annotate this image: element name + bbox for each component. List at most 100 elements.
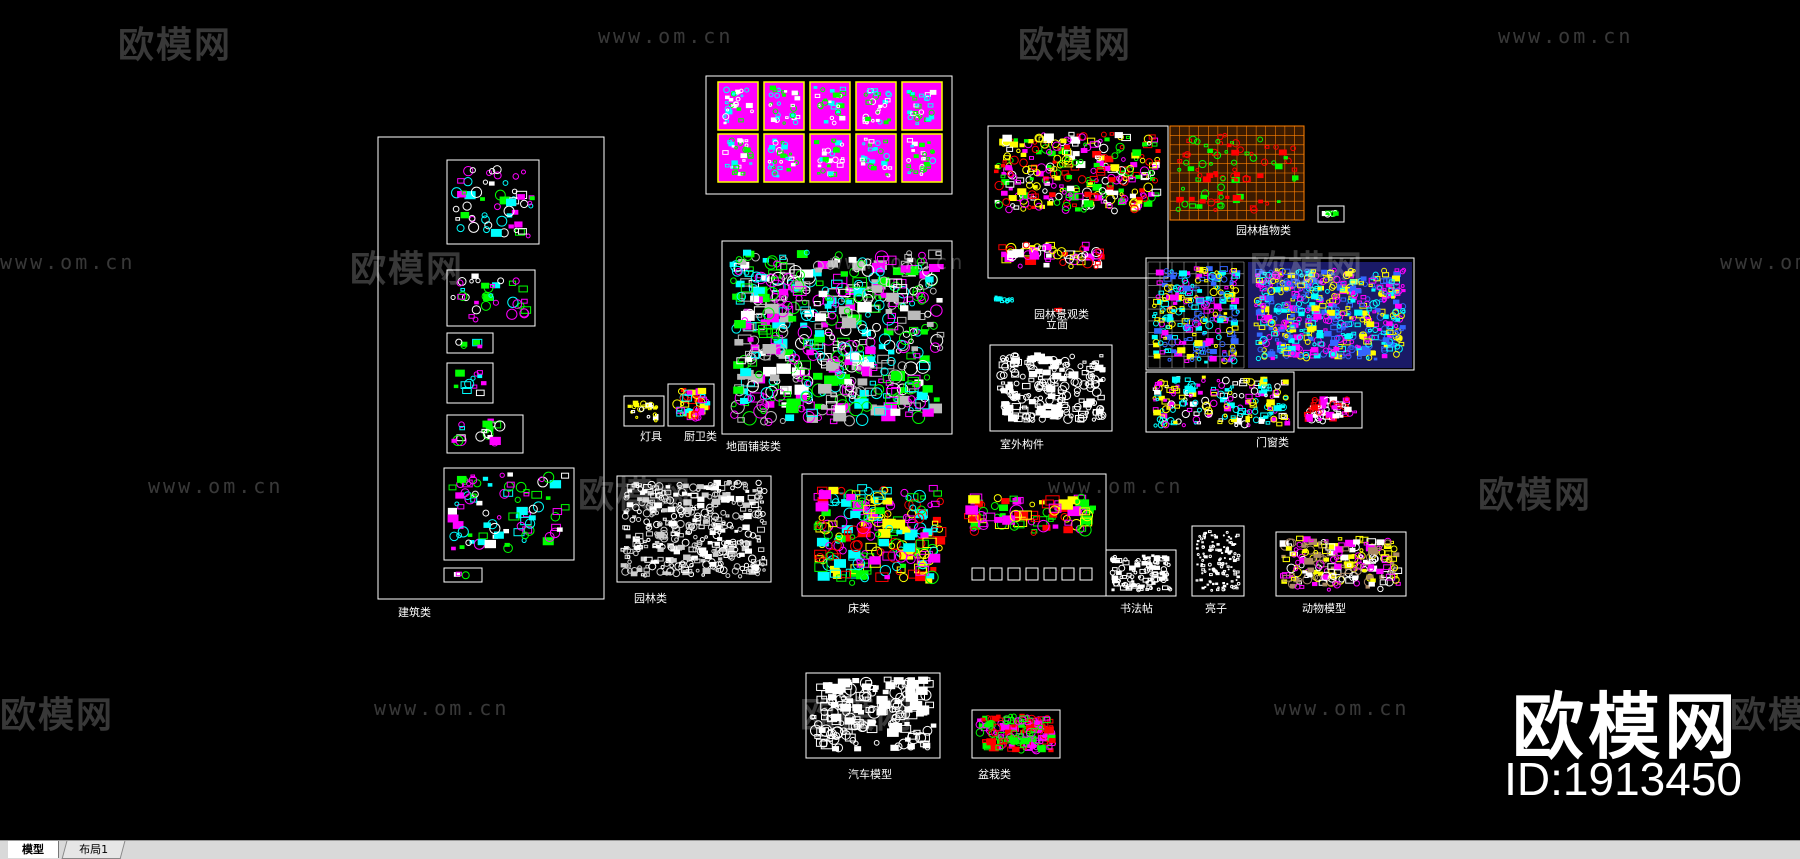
symbol-mark — [827, 260, 839, 268]
symbol-mark — [1367, 547, 1378, 555]
symbol-mark — [756, 487, 763, 492]
symbol-mark — [1189, 203, 1196, 209]
symbol-mark — [752, 489, 757, 493]
symbol-mark — [814, 93, 821, 98]
symbol-mark — [738, 515, 744, 519]
symbol-mark — [1048, 411, 1057, 418]
symbol-mark — [823, 120, 829, 124]
symbol-mark — [883, 152, 890, 160]
symbol-mark — [853, 283, 860, 290]
tab-model[interactable]: 模型 — [8, 841, 59, 858]
symbol-mark — [1125, 586, 1130, 590]
symbol-mark — [1005, 181, 1015, 188]
symbol-mark — [788, 264, 803, 279]
symbol-mark — [768, 161, 775, 168]
symbol-mark — [1072, 159, 1079, 166]
symbol-mark — [459, 426, 465, 431]
symbol-mark — [1055, 359, 1062, 364]
kitchen-frame — [667, 383, 715, 427]
symbol-mark — [1089, 141, 1099, 148]
symbol-mark — [751, 564, 760, 570]
symbol-mark — [1009, 141, 1019, 148]
symbol-mark — [1229, 550, 1233, 553]
symbol-mark — [1183, 338, 1188, 342]
symbol-mark — [710, 484, 719, 491]
symbol-mark — [915, 122, 920, 126]
symbol-mark — [1043, 403, 1052, 409]
symbol-mark — [1052, 524, 1059, 529]
symbol-mark — [1005, 298, 1011, 303]
symbol-mark — [1013, 380, 1020, 387]
symbol-mark — [771, 170, 779, 178]
symbol-mark — [1232, 569, 1236, 573]
symbol-mark — [734, 529, 739, 533]
symbol-mark — [837, 297, 846, 305]
symbol-mark — [903, 380, 918, 395]
symbol-mark — [626, 564, 631, 568]
symbol-mark — [1232, 381, 1239, 386]
symbol-mark — [731, 265, 743, 277]
tab-layout1[interactable]: 布局1 — [61, 841, 126, 859]
symbol-mark — [1231, 149, 1239, 156]
symbol-mark — [1089, 375, 1094, 380]
symbol-mark — [843, 307, 851, 315]
symbol-mark — [775, 115, 781, 121]
symbol-mark — [852, 704, 863, 712]
symbol-mark — [764, 417, 773, 427]
symbol-mark — [514, 221, 523, 228]
symbol-mark — [1354, 309, 1363, 316]
symbol-mark — [1322, 582, 1328, 587]
symbol-mark — [925, 276, 934, 283]
symbol-mark — [631, 404, 637, 410]
symbol-mark — [781, 144, 788, 150]
symbol-mark — [738, 118, 744, 123]
symbol-mark — [892, 519, 906, 529]
symbol-mark — [1235, 578, 1238, 582]
symbol-mark — [829, 115, 835, 121]
symbol-mark — [1205, 321, 1214, 330]
symbol-mark — [1134, 562, 1141, 568]
symbol-mark — [1002, 134, 1012, 142]
symbol-mark — [1019, 510, 1032, 520]
symbol-mark — [690, 410, 699, 419]
symbol-mark — [1056, 247, 1067, 257]
symbol-mark — [1318, 418, 1322, 421]
symbol-mark — [1359, 548, 1364, 553]
paving-frame — [721, 240, 953, 435]
symbol-mark — [1043, 133, 1054, 141]
symbol-mark — [915, 539, 929, 550]
symbol-mark — [1008, 389, 1014, 394]
symbol-mark — [817, 102, 824, 109]
symbol-mark — [907, 569, 921, 579]
symbol-mark — [888, 369, 903, 384]
symbol-mark — [730, 399, 745, 415]
symbol-mark — [1094, 260, 1101, 266]
symbol-mark — [635, 516, 642, 523]
symbol-mark — [1209, 545, 1213, 549]
symbol-mark — [457, 293, 466, 300]
symbol-mark — [1050, 182, 1057, 189]
symbol-mark — [1207, 530, 1212, 534]
symbol-mark — [759, 518, 765, 524]
symbol-mark — [1195, 168, 1200, 172]
cad-model-space[interactable]: 欧模网 www.om.cn 欧模网 www.om.cn www.om.cn 欧模… — [0, 0, 1800, 840]
symbol-mark — [1068, 131, 1075, 137]
symbol-mark — [1031, 164, 1038, 170]
caption-transom: 亮子 — [1205, 602, 1227, 615]
symbol-mark — [468, 475, 478, 485]
symbol-mark — [744, 530, 753, 538]
sub-frame — [446, 269, 536, 327]
symbol-mark — [469, 493, 476, 498]
symbol-mark — [1151, 188, 1162, 196]
symbol-mark — [900, 488, 909, 497]
symbol-mark — [840, 157, 845, 160]
symbol-mark — [857, 378, 868, 386]
symbol-mark — [785, 156, 790, 160]
symbol-mark — [517, 228, 527, 235]
symbol-mark — [478, 532, 488, 540]
symbol-mark — [469, 278, 474, 284]
symbol-mark — [1162, 585, 1169, 591]
symbol-mark — [859, 389, 869, 397]
symbol-mark — [782, 300, 793, 311]
caption-kitchen-bath: 厨卫类 — [684, 430, 717, 443]
